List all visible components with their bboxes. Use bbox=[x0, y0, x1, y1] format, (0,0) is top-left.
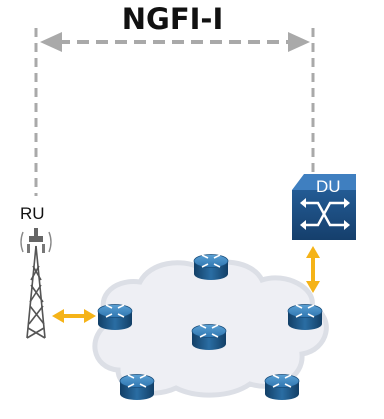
diagram-title: NGFI-I bbox=[121, 2, 224, 36]
router-icon bbox=[119, 373, 155, 401]
ru-cloud-link-arrow bbox=[52, 309, 96, 323]
right-arrowhead-icon bbox=[288, 32, 310, 52]
ru-label: RU bbox=[20, 204, 45, 223]
ngfi-span-bracket bbox=[34, 28, 315, 196]
router-icon bbox=[264, 373, 300, 401]
du-label: DU bbox=[316, 177, 341, 196]
router-icon bbox=[287, 303, 323, 331]
router-icon bbox=[193, 253, 229, 281]
du-switch-icon bbox=[292, 174, 356, 240]
router-icon bbox=[191, 323, 227, 351]
router-icon bbox=[97, 303, 133, 331]
left-arrowhead-icon bbox=[40, 32, 62, 52]
du-cloud-link-arrow bbox=[306, 246, 320, 293]
radio-tower-icon bbox=[20, 228, 52, 339]
